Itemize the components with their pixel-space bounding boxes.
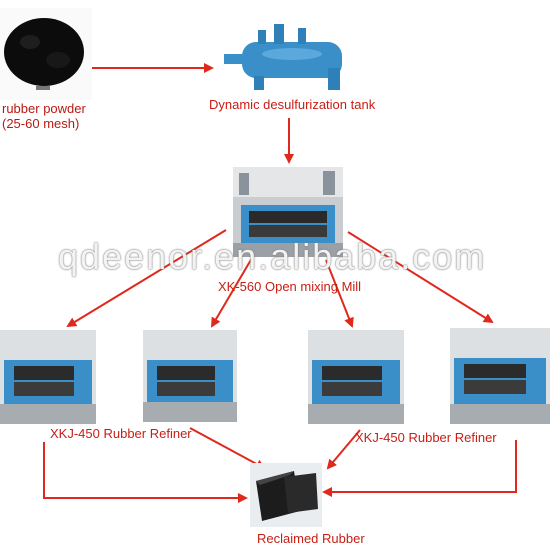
rubber-refiner-image-3 (308, 330, 404, 424)
arrow-mill-to-refiner-3 (325, 259, 354, 328)
arrow-mill-to-refiner-2 (210, 257, 253, 328)
desulfurization-tank-label: Dynamic desulfurization tank (209, 97, 376, 112)
arrow-refiner-4-to-reclaimed (322, 440, 517, 497)
open-mixing-mill-label: XK-560 Open mixing Mill (218, 279, 362, 294)
rubber-refiner-image-4 (450, 328, 550, 424)
arrow-refiner-1-to-reclaimed (43, 442, 248, 503)
rubber-refiner-label-right: XKJ-450 Rubber Refiner (355, 430, 497, 445)
watermark-text: qdeenor.en.alibaba.com (58, 236, 487, 277)
desulfurization-tank-image (218, 20, 358, 95)
reclaimed-rubber-label: Reclaimed Rubber (257, 531, 365, 546)
open-mixing-mill-image (233, 167, 343, 257)
arrow-refiner-3-to-reclaimed (326, 429, 361, 470)
arrow-mill-to-refiner-4 (347, 231, 494, 324)
reclaimed-rubber-image (250, 463, 322, 527)
rubber-powder-image (0, 8, 92, 100)
rubber-powder-label: rubber powder (25-60 mesh) (2, 101, 86, 131)
rubber-refiner-image-2 (143, 330, 237, 422)
rubber-refiner-image-1 (0, 330, 96, 424)
arrow-refiner-2-to-reclaimed (189, 427, 266, 469)
rubber-refiner-label-left: XKJ-450 Rubber Refiner (50, 426, 192, 441)
arrow-mill-to-refiner-1 (66, 229, 227, 328)
